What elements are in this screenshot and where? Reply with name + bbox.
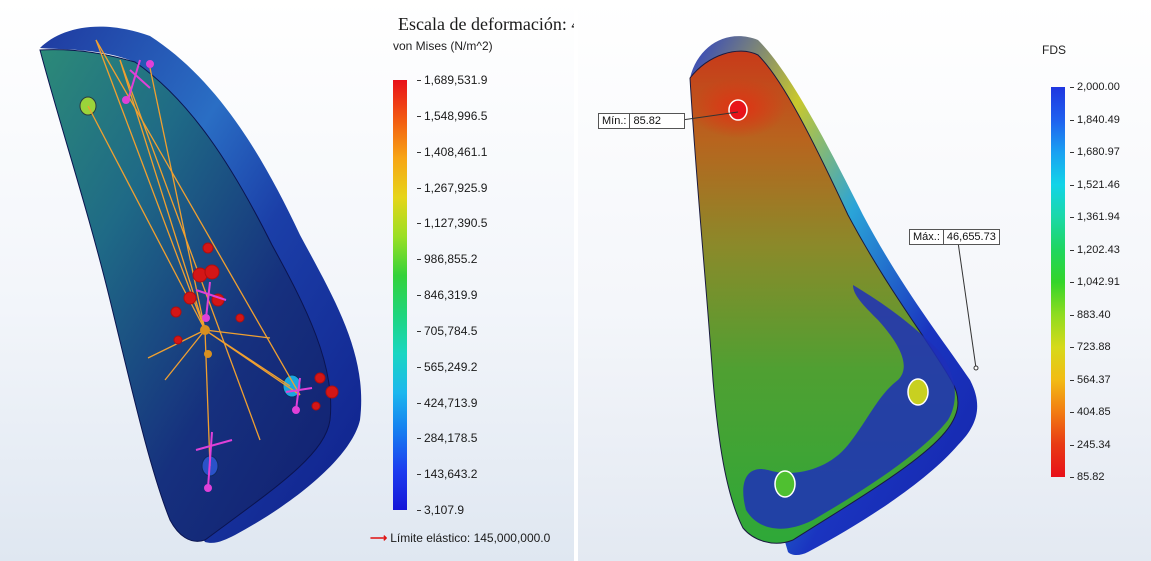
max-point-marker — [973, 365, 979, 371]
fixture-symbols — [122, 59, 313, 492]
fds-units-label: FDS — [1042, 43, 1066, 57]
fds-scale-label: 1,361.94 — [1070, 211, 1120, 223]
fds-scale-label: 85.82 — [1070, 471, 1105, 483]
deformation-scale-title: Escala de deformación: 4286 — [398, 14, 574, 34]
yield-strength-legend: ⟶Límite elástico: 145,000,000.0 — [370, 531, 550, 545]
hole-bottom — [774, 470, 796, 498]
min-value-callout[interactable]: Mín.:85.82 — [598, 113, 686, 129]
part-model-stress-view[interactable] — [0, 0, 574, 561]
fds-scale-label: 404.85 — [1070, 406, 1111, 418]
stress-scale-label: 565,249.2 — [416, 359, 478, 374]
center-node — [200, 325, 212, 358]
fds-scale-label: 1,202.43 — [1070, 243, 1120, 256]
stress-scale-labels: 1,689,531.9 1,548,996.5 1,408,461.1 1,267,9… — [416, 73, 534, 517]
fds-scale-label: 1,521.46 — [1070, 178, 1120, 191]
stress-scale-label: 1,127,390.5 — [416, 216, 488, 231]
hole-right — [907, 378, 929, 406]
von-mises-plot-panel: Escala de deformación: 4286 von Mises (N… — [0, 0, 574, 561]
fds-scale-label: 1,680.97 — [1070, 146, 1120, 158]
fds-scale-label: 245.34 — [1070, 438, 1111, 451]
max-label: Máx.: — [909, 229, 944, 245]
stress-scale-label: 1,267,925.9 — [416, 180, 488, 195]
panel-divider — [574, 0, 578, 561]
force-arrows — [170, 242, 339, 411]
load-connectors — [87, 39, 301, 467]
min-value: 85.82 — [630, 113, 686, 129]
fds-scale-label: 1,840.49 — [1070, 113, 1120, 126]
blue-zone — [743, 285, 955, 529]
min-label: Mín.: — [598, 113, 631, 129]
max-leader-line — [957, 241, 977, 369]
stress-scale-label: 143,643.2 — [416, 467, 478, 482]
stress-scale-label: 1,408,461.1 — [416, 144, 488, 159]
fds-color-scale-bar — [1051, 87, 1065, 477]
part-model-fds-view[interactable] — [578, 0, 1151, 561]
fds-scale-label: 723.88 — [1070, 341, 1111, 353]
yield-arrow-icon: ⟶ — [370, 531, 388, 545]
fds-scale-label: 564.37 — [1070, 373, 1111, 386]
stress-scale-label: 986,855.2 — [416, 252, 478, 267]
stress-scale-label: 424,713.9 — [416, 395, 478, 410]
stress-scale-label: 1,689,531.9 — [416, 73, 488, 87]
max-value: 46,655.73 — [943, 229, 1000, 245]
stress-units-label: von Mises (N/m^2) — [393, 39, 493, 53]
max-value-callout[interactable]: Máx.:46,655.73 — [909, 229, 1000, 245]
min-leader-line — [681, 111, 739, 121]
fds-scale-label: 883.40 — [1070, 308, 1111, 321]
fds-scale-label: 1,042.91 — [1070, 276, 1120, 288]
fds-scale-labels: 2,000.00 1,840.49 1,680.97 1,521.46 1,361.94… — [1070, 80, 1151, 484]
stress-scale-label: 846,319.9 — [416, 288, 478, 302]
stress-scale-label: 705,784.5 — [416, 323, 478, 338]
stress-scale-label: 284,178.5 — [416, 431, 478, 446]
stress-scale-label: 3,107.9 — [416, 503, 465, 517]
fds-scale-label: 2,000.00 — [1070, 81, 1120, 93]
yield-strength-text: Límite elástico: 145,000,000.0 — [390, 531, 551, 545]
stress-scale-label: 1,548,996.5 — [416, 108, 488, 123]
plate-side — [40, 26, 362, 543]
stress-color-scale-bar — [393, 80, 407, 510]
hole-top — [728, 99, 748, 121]
